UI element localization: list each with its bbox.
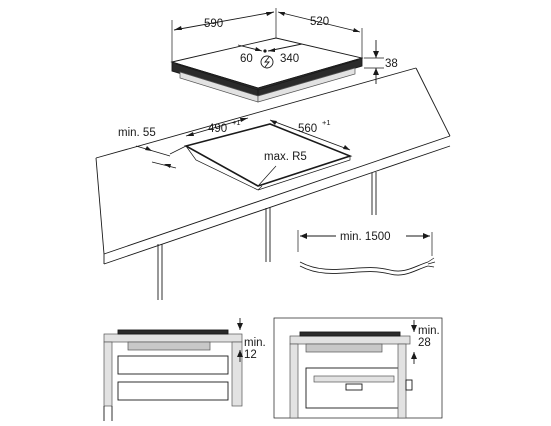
drawer-front-1	[117, 355, 229, 375]
power-connection-icon	[260, 55, 274, 69]
clearance-right-value: 28	[418, 337, 431, 349]
radius-label: max. R5	[264, 151, 307, 163]
dim-560: 560	[298, 123, 317, 135]
worktop-front-top-edge	[103, 135, 451, 255]
worktop-left-edge	[95, 157, 105, 255]
section-frame	[273, 317, 443, 419]
worktop-back-edge	[95, 67, 417, 159]
worktop-illustration	[95, 67, 451, 300]
oven-handle	[345, 383, 363, 391]
hob-glass-section-right	[299, 331, 401, 337]
section-oven: min. 28	[273, 317, 443, 419]
worktop-section-left	[103, 333, 243, 343]
section-oven-drawer: min. 12	[103, 318, 266, 421]
drawer-front-2	[117, 381, 229, 401]
clearance-right-label: min.	[418, 325, 440, 337]
hob-front-right-edge	[257, 57, 363, 98]
oven-knob	[405, 379, 413, 391]
cutout-illustration: 490 +1 560 +1 max. R5 min. 55	[118, 117, 353, 191]
worktop-section-right	[289, 335, 411, 345]
dim-560-tolerance: +1	[322, 118, 331, 127]
hob-body-section-left	[127, 341, 211, 351]
hob-body-section-right	[305, 343, 383, 353]
power-cable-top	[299, 261, 429, 272]
dim-590: 590	[204, 18, 223, 30]
dim-min55: min. 55	[118, 127, 156, 139]
dim-line-590	[173, 11, 275, 31]
cable-illustration: min. 1500	[297, 230, 436, 276]
worktop-front-bottom-edge	[103, 145, 451, 265]
dim-line-520	[277, 11, 361, 33]
hob-edge-highlight	[175, 59, 359, 91]
dim-38: 38	[385, 58, 398, 70]
dim-490-tolerance: +1	[232, 118, 241, 127]
cable-length-label: min. 1500	[340, 231, 391, 243]
hob-glass-section-left	[117, 329, 229, 335]
hob-illustration: 590 520 38 60 340	[170, 8, 398, 103]
clearance-left-label: min.	[244, 337, 266, 349]
dim-340: 340	[280, 53, 299, 65]
hob-body-right	[257, 67, 356, 103]
dim-490: 490	[208, 123, 227, 135]
dim-line-min55	[135, 145, 171, 157]
dim-line-490	[185, 117, 249, 137]
clearance-left-value: 12	[244, 349, 257, 361]
dim-520: 520	[310, 16, 329, 28]
dim-60: 60	[240, 53, 253, 65]
dim-line-560	[269, 119, 351, 151]
